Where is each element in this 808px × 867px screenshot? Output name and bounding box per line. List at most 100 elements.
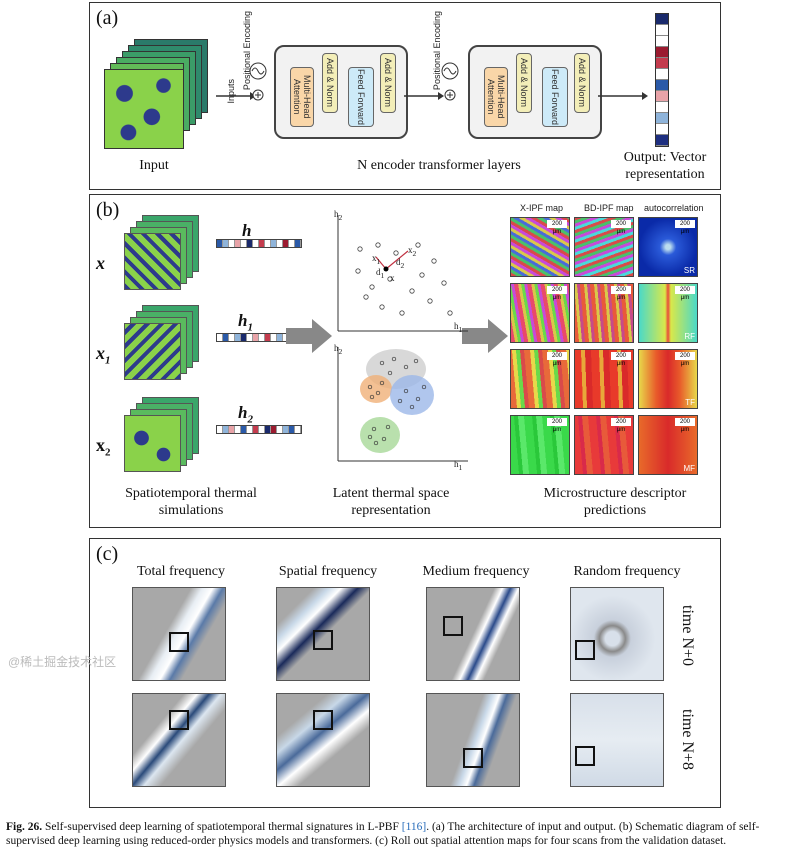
multi-head-attention-block-1: Multi-Head Attention xyxy=(290,67,314,127)
attention-map xyxy=(132,693,226,787)
feed-forward-block-2: Feed Forward xyxy=(542,67,568,127)
vector-cell xyxy=(656,102,668,113)
microstructure-map: 200 μm xyxy=(510,349,570,409)
vector-cell xyxy=(223,240,229,247)
vector-cell xyxy=(229,426,235,433)
attention-map xyxy=(426,587,520,681)
vector-cell xyxy=(223,334,229,341)
vector-cell xyxy=(656,69,668,80)
vector-cell xyxy=(259,426,265,433)
vector-cell xyxy=(235,334,241,341)
symbol-x1: x1 xyxy=(96,343,111,367)
encoder-layer-2: Multi-Head Attention Add & Norm Feed For… xyxy=(468,45,602,139)
row-label-n8: time N+8 xyxy=(679,709,696,771)
vector-cell xyxy=(271,334,277,341)
vector-cell xyxy=(289,240,295,247)
attention-map xyxy=(426,693,520,787)
vector-cell xyxy=(277,334,283,341)
caption-middle: Latent thermal space representation xyxy=(332,486,450,518)
scale-bar: 200 μm xyxy=(611,352,631,367)
scale-bar: 200 μm xyxy=(611,418,631,433)
sine-wave-icon xyxy=(249,62,267,80)
microstructure-map: 200 μm xyxy=(574,415,634,475)
feed-forward-block-1: Feed Forward xyxy=(348,67,374,127)
attention-focus-box xyxy=(169,710,189,730)
panel-a-label: (a) xyxy=(96,7,119,29)
scale-bar: 200 μm xyxy=(547,220,567,235)
add-norm-block-1b: Add & Norm xyxy=(380,53,396,113)
panel-c-label: (c) xyxy=(96,543,119,565)
sine-wave-icon xyxy=(441,62,459,80)
figure-caption-text-1: Self-supervised deep learning of spatiot… xyxy=(44,821,402,833)
panel-b-label: (b) xyxy=(96,199,120,221)
symbol-h: h xyxy=(242,221,252,240)
label-x2: x2 xyxy=(408,245,417,258)
vector-cell xyxy=(277,426,283,433)
vector-cell xyxy=(283,240,289,247)
axis-label-h1-top: h1 xyxy=(454,321,463,334)
vector-cell xyxy=(656,58,668,69)
vector-cell xyxy=(295,426,301,433)
symbol-h1: h1 xyxy=(238,311,253,334)
inputs-arrow xyxy=(216,92,256,100)
scale-bar: 200 μm xyxy=(675,220,695,235)
scale-bar: 200 μm xyxy=(611,286,631,301)
scale-bar: 200 μm xyxy=(675,286,695,301)
map-header-bd-ipf: BD-IPF map xyxy=(584,203,634,213)
symbol-x: x xyxy=(96,253,105,273)
connector-arrow-1 xyxy=(404,92,444,100)
symbol-x2: x2 xyxy=(96,435,111,459)
vector-cell xyxy=(656,14,668,25)
map-row-tag: MF xyxy=(683,464,695,473)
vector-cell xyxy=(259,240,265,247)
vector-cell xyxy=(253,334,259,341)
scale-bar: 200 μm xyxy=(547,418,567,433)
vector-cell xyxy=(235,240,241,247)
vector-cell xyxy=(271,240,277,247)
figure-caption-text-2: . (a) The architecture of input and outp… xyxy=(6,821,760,847)
attention-map xyxy=(570,693,664,787)
scale-bar: 200 μm xyxy=(611,220,631,235)
figure-label: Fig. 26. xyxy=(6,821,43,833)
vector-cell xyxy=(656,80,668,91)
latent-scatter-top xyxy=(337,215,468,332)
vector-cell xyxy=(265,240,271,247)
map-row-tag: SR xyxy=(683,266,695,275)
vector-cell xyxy=(229,240,235,247)
multi-head-attention-block-2: Multi-Head Attention xyxy=(484,67,508,127)
right-arrow-icon xyxy=(462,319,508,353)
vector-cell xyxy=(271,426,277,433)
vector-cell xyxy=(241,426,247,433)
vector-cell xyxy=(247,426,253,433)
vector-cell xyxy=(253,426,259,433)
vector-cell xyxy=(265,334,271,341)
vector-cell xyxy=(265,426,271,433)
attention-focus-box xyxy=(575,746,595,766)
vector-cell xyxy=(235,426,241,433)
microstructure-map: 200 μm xyxy=(510,283,570,343)
microstructure-map: 200 μm xyxy=(510,415,570,475)
citation-link[interactable]: [116] xyxy=(401,821,427,833)
attention-focus-box xyxy=(313,710,333,730)
column-header-medium: Medium frequency xyxy=(422,564,530,579)
vector-cell xyxy=(229,334,235,341)
attention-focus-box xyxy=(463,748,483,768)
watermark: @稀土掘金技术社区 xyxy=(8,655,117,669)
column-header-random: Random frequency xyxy=(573,564,681,579)
vector-h xyxy=(216,239,302,248)
vector-cell xyxy=(656,47,668,58)
label-x: x xyxy=(390,273,395,283)
vector-cell xyxy=(656,124,668,135)
axis-label-h2-top: h2 xyxy=(334,209,343,222)
panel-b: (b) x x1 x2 h h1 h2 Spatiotemporal therm… xyxy=(89,194,721,528)
vector-cell xyxy=(277,240,283,247)
plus-icon xyxy=(444,89,456,101)
vector-cell xyxy=(283,426,289,433)
label-d2: d2 xyxy=(396,257,405,270)
caption-right: Microstructure descriptor predictions xyxy=(543,486,687,518)
microstructure-map: 200 μm SR xyxy=(638,217,698,277)
scale-bar: 200 μm xyxy=(675,418,695,433)
vector-cell xyxy=(247,334,253,341)
